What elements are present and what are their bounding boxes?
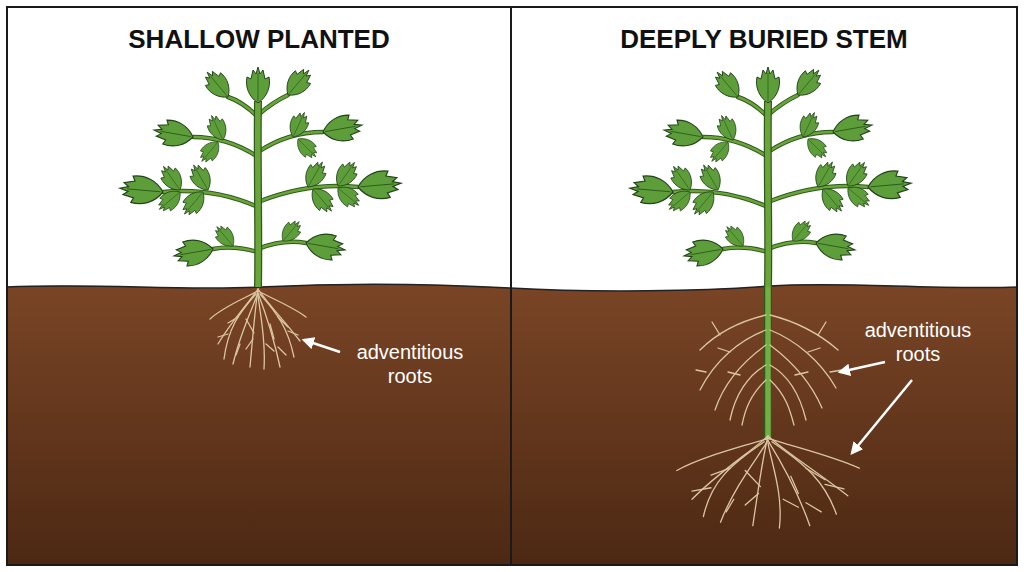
root-cluster [677,436,859,528]
panel: SHALLOW PLANTED [6,6,512,566]
tomato-plant [119,64,402,287]
root-cluster [210,289,306,369]
panel-heading: DEEPLY BURIED STEM [512,24,1016,54]
soil [6,284,1018,566]
root-cluster [696,315,842,425]
panel: DEEPLY BURIED STEM [510,6,1018,566]
callout-label: adventitious roots [848,318,988,366]
callout-label: adventitious roots [340,340,480,388]
tomato-plant [629,64,912,287]
leader-arrows [304,340,912,453]
soil-line [6,284,1018,291]
buried-stem [768,285,769,440]
panel-heading: SHALLOW PLANTED [8,24,510,54]
